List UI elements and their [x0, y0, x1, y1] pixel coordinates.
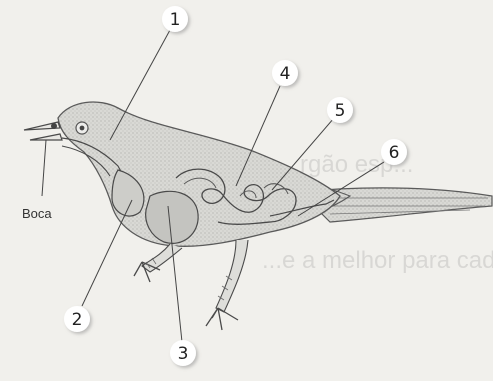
leader-line-2	[82, 200, 132, 306]
nostril	[51, 123, 57, 129]
bird-pupil	[80, 126, 85, 131]
bird-body	[58, 102, 340, 246]
callout-number: 5	[335, 101, 346, 121]
callout-2: 2	[64, 306, 90, 332]
callout-number: 1	[170, 10, 181, 30]
callout-6: 6	[381, 139, 407, 165]
mouth-label: Boca	[22, 206, 52, 221]
leg-back	[216, 240, 248, 312]
mouth-pointer	[42, 140, 46, 196]
callout-1: 1	[162, 6, 188, 32]
callout-number: 2	[72, 310, 83, 330]
callout-number: 4	[280, 64, 291, 84]
leg-front	[142, 244, 182, 272]
callout-5: 5	[327, 97, 353, 123]
callout-number: 3	[178, 344, 189, 364]
show-through-text-2: ...e a melhor para cada...	[262, 247, 493, 274]
callout-3: 3	[170, 340, 196, 366]
callout-4: 4	[272, 60, 298, 86]
callout-number: 6	[389, 143, 400, 163]
beak-lower	[30, 134, 62, 140]
